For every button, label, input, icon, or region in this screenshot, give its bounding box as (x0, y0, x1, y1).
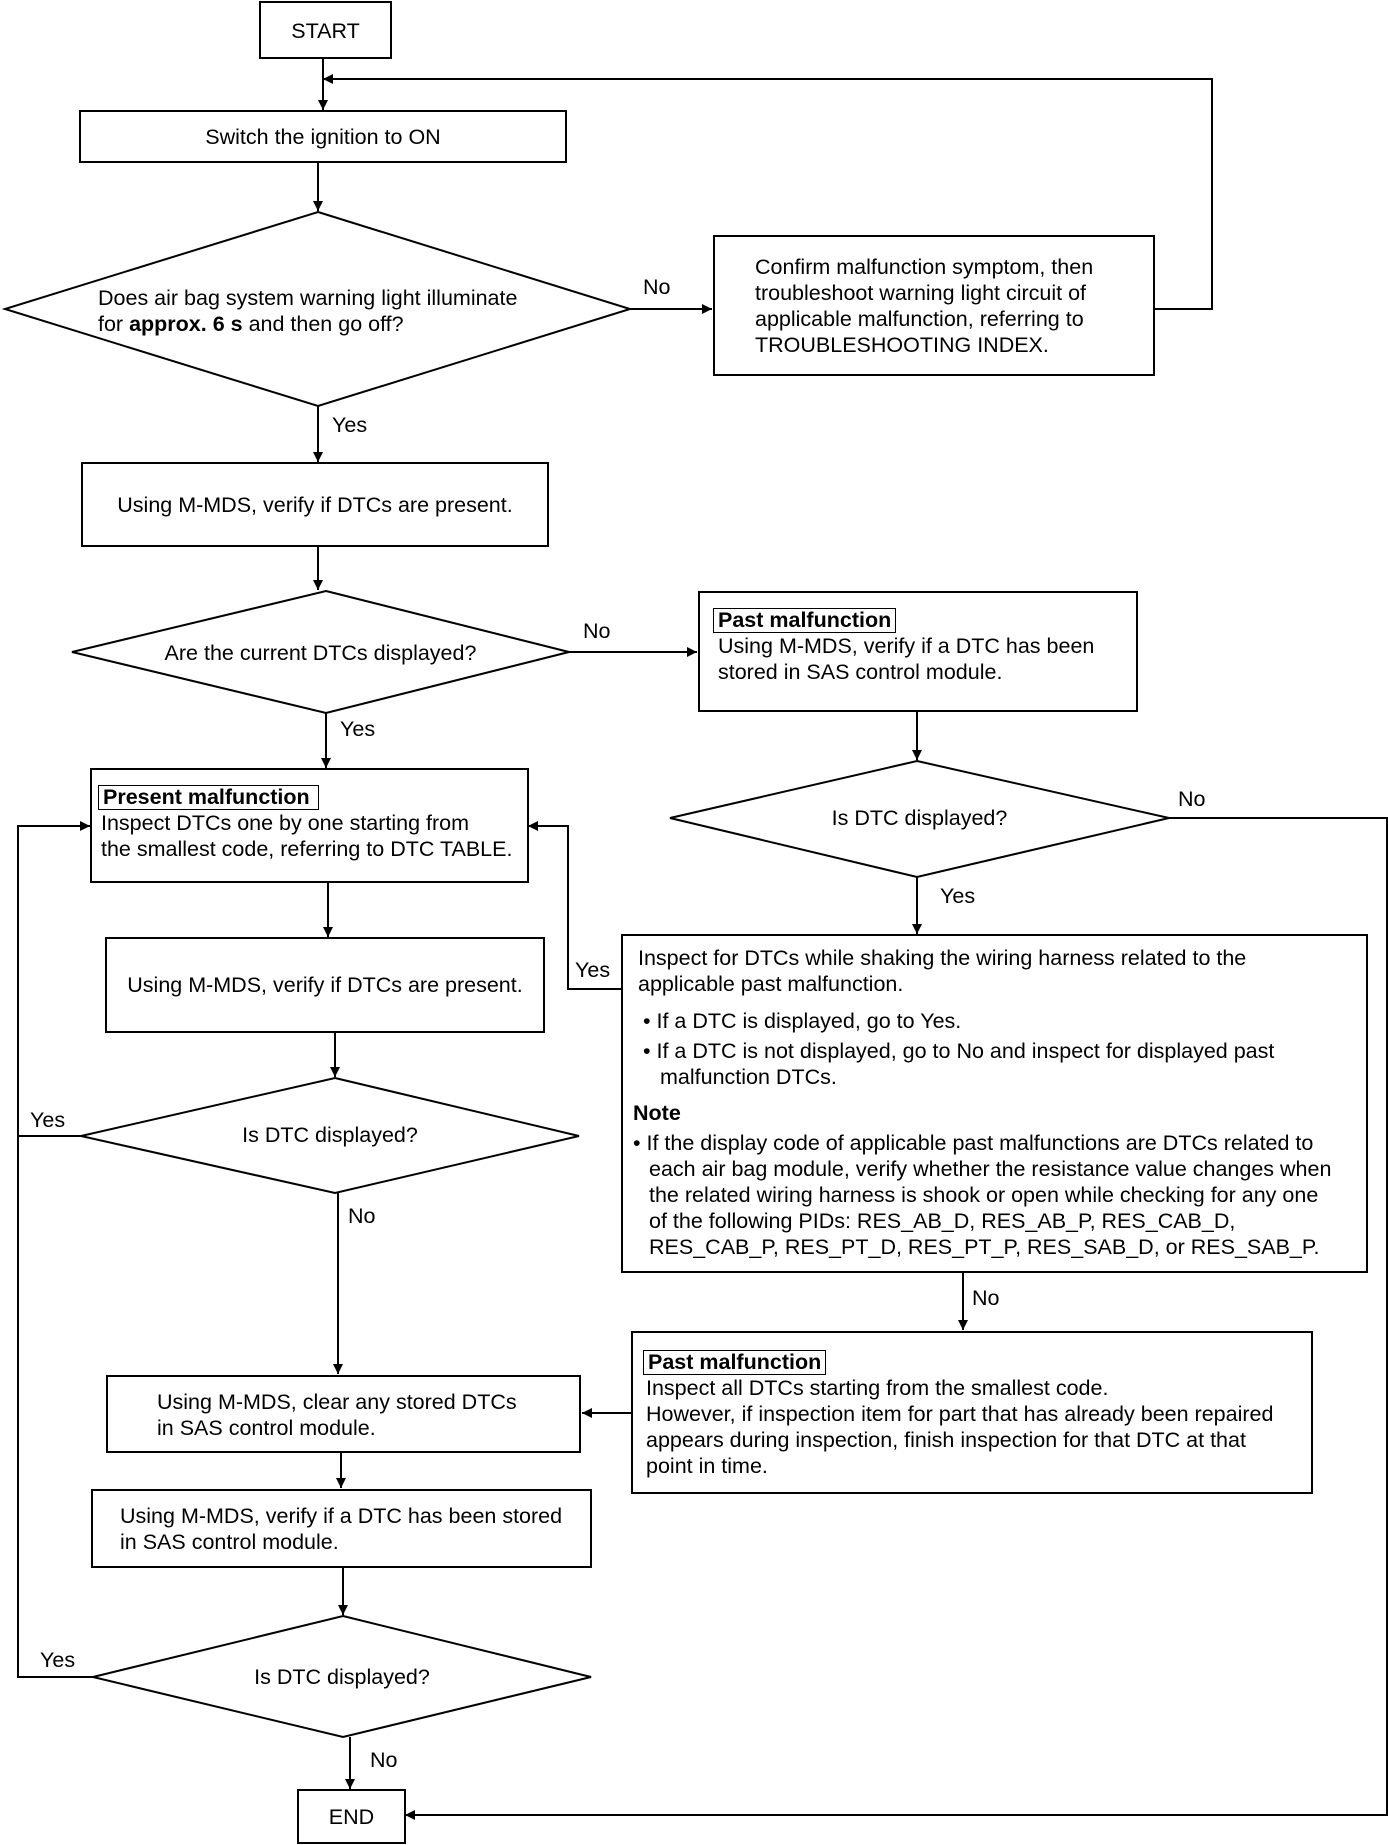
warning-question-line2: for approx. 6 s and then go off? (98, 311, 404, 338)
present-line-2: the smallest code, referring to DTC TABL… (101, 837, 513, 861)
verify-dtc-step-2: Using M-MDS, verify if DTCs are present. (105, 937, 545, 1033)
confirm-line-4: TROUBLESHOOTING INDEX. (755, 333, 1049, 357)
confirm-symptom-step: Confirm malfunction symptom, then troubl… (713, 235, 1155, 376)
label-yes-current: Yes (340, 717, 376, 741)
label-yes-shake: Yes (575, 958, 611, 982)
past-malfunction-step-2: Past malfunction Inspect all DTCs starti… (631, 1331, 1313, 1494)
past-2-line-3: appears during inspection, finish inspec… (646, 1428, 1246, 1452)
shake-line-2: applicable past malfunction. (638, 972, 904, 996)
switch-ignition-text: Switch the ignition to ON (205, 125, 441, 149)
mid-dtc-question: Is DTC displayed? (242, 1123, 418, 1147)
label-no-bottom: No (370, 1748, 398, 1772)
label-no-mid: No (348, 1204, 376, 1228)
decision-diamond-bottom (92, 1614, 592, 1739)
shake-bullet-1: • If a DTC is displayed, go to Yes. (643, 1009, 962, 1033)
confirm-line-1: Confirm malfunction symptom, then (755, 255, 1094, 279)
clear-dtc-step: Using M-MDS, clear any stored DTCs in SA… (106, 1375, 581, 1453)
confirm-line-2: troubleshoot warning light circuit of (755, 281, 1087, 305)
shake-bullet-2-cont: malfunction DTCs. (660, 1065, 837, 1089)
verify-dtc-text-2: Using M-MDS, verify if DTCs are present. (127, 973, 523, 997)
right-dtc-question: Is DTC displayed? (831, 806, 1008, 830)
present-malfunction-tag-row: Present malfunction (98, 784, 319, 811)
present-malfunction-step: Present malfunction Inspect DTCs one by … (90, 768, 529, 883)
label-no-shake: No (972, 1286, 1000, 1310)
past-1-line-1: Using M-MDS, verify if a DTC has been (718, 634, 1095, 658)
note-line-5: RES_CAB_P, RES_PT_D, RES_PT_P, RES_SAB_D… (649, 1235, 1320, 1259)
warning-question-post: and then go off? (242, 312, 404, 336)
label-no-right: No (1178, 787, 1206, 811)
warning-question-pre: for (98, 312, 130, 336)
current-dtc-question: Are the current DTCs displayed? (164, 641, 477, 665)
label-yes-right: Yes (940, 884, 976, 908)
past-malfunction-tag-2: Past malfunction (643, 1350, 827, 1375)
past-malfunction-tag-1-row: Past malfunction (713, 607, 897, 634)
note-line-4: of the following PIDs: RES_AB_D, RES_AB_… (649, 1209, 1236, 1233)
label-no-warning: No (643, 275, 671, 299)
start-terminal: START (259, 1, 392, 59)
confirm-line-3: applicable malfunction, referring to (755, 307, 1084, 331)
clear-line-2: in SAS control module. (157, 1416, 376, 1440)
switch-ignition-step: Switch the ignition to ON (79, 110, 567, 163)
note-title: Note (633, 1101, 681, 1125)
present-malfunction-tag: Present malfunction (98, 785, 319, 810)
past-malfunction-tag-2-row: Past malfunction (643, 1349, 827, 1376)
note-line-1: • If the display code of applicable past… (633, 1131, 1314, 1155)
verify-dtc-text-1: Using M-MDS, verify if DTCs are present. (117, 493, 513, 517)
verify-stored-step: Using M-MDS, verify if a DTC has been st… (91, 1489, 592, 1568)
warning-question-line1: Does air bag system warning light illumi… (98, 286, 518, 310)
past-2-line-2: However, if inspection item for part tha… (646, 1402, 1274, 1426)
past-2-line-4: point in time. (646, 1454, 768, 1478)
note-line-3: the related wiring harness is shook or o… (649, 1183, 1319, 1207)
past-2-line-1: Inspect all DTCs starting from the small… (646, 1376, 1109, 1400)
warning-question-bold: approx. 6 s (129, 312, 243, 336)
note-line-2: each air bag module, verify whether the … (649, 1157, 1332, 1181)
label-no-current: No (583, 619, 611, 643)
decision-diamond-mid (80, 1076, 580, 1195)
label-yes-mid: Yes (30, 1108, 66, 1132)
past-malfunction-tag-1: Past malfunction (713, 608, 897, 633)
verify-dtc-step-1: Using M-MDS, verify if DTCs are present. (81, 462, 549, 547)
verify-stored-line-2: in SAS control module. (120, 1530, 339, 1554)
end-terminal: END (297, 1789, 406, 1844)
past-malfunction-step-1: Past malfunction Using M-MDS, verify if … (698, 591, 1138, 712)
clear-line-1: Using M-MDS, clear any stored DTCs (157, 1390, 517, 1414)
end-label: END (328, 1805, 375, 1829)
past-1-line-2: stored in SAS control module. (718, 660, 1003, 684)
shake-harness-step: Inspect for DTCs while shaking the wirin… (621, 934, 1368, 1273)
shake-bullet-2: • If a DTC is not displayed, go to No an… (643, 1039, 1275, 1063)
shake-line-1: Inspect for DTCs while shaking the wirin… (638, 946, 1247, 970)
verify-stored-line-1: Using M-MDS, verify if a DTC has been st… (120, 1504, 563, 1528)
bottom-dtc-question: Is DTC displayed? (254, 1665, 430, 1689)
label-yes-bottom: Yes (40, 1648, 76, 1672)
start-label: START (291, 19, 360, 43)
label-yes-warning: Yes (332, 413, 368, 437)
present-line-1: Inspect DTCs one by one starting from (101, 811, 470, 835)
